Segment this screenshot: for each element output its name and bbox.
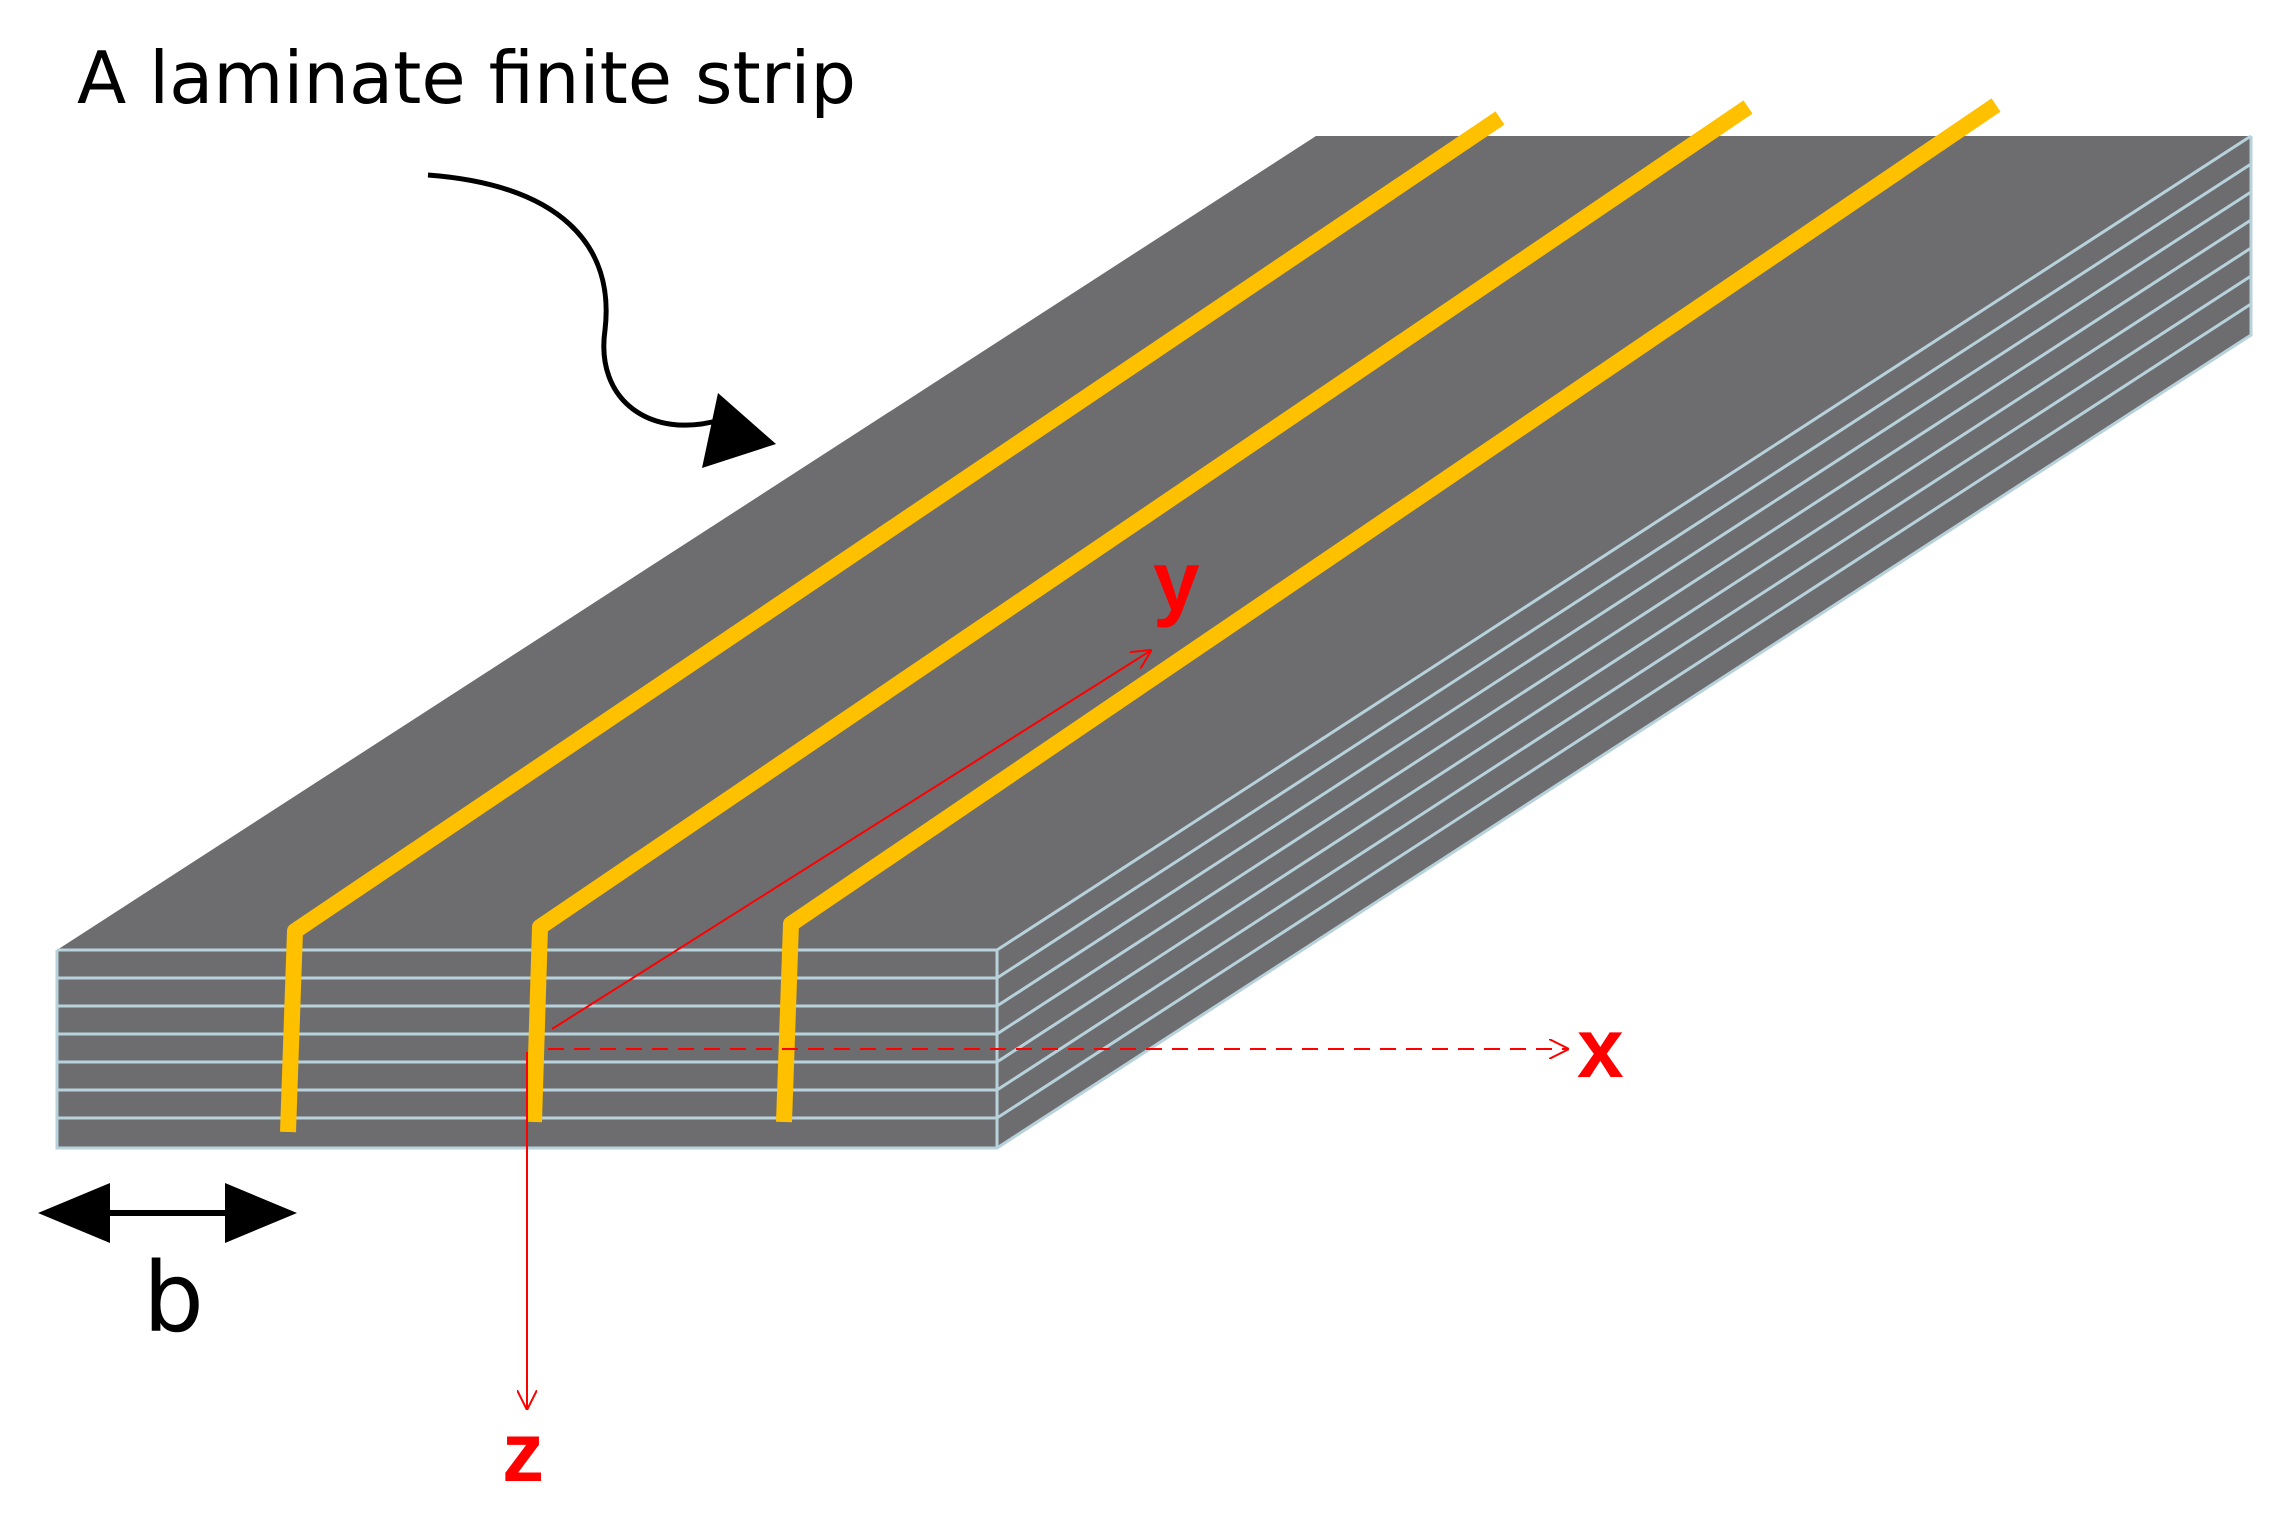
nodal-line-3 [776,98,2001,1123]
width-dimension [38,1183,297,1243]
nodal-line-1 [280,111,1505,1133]
nodal-line-2 [526,100,1753,1123]
nodal-lines [280,98,2001,1133]
caption-pointer-curve [427,172,721,428]
side-ply-interfaces [996,162,2252,1120]
width-arrowhead-left [38,1183,110,1243]
laminate-block [55,134,2253,1150]
caption-pointer-arrowhead [702,393,776,468]
side-face [997,136,2251,1148]
width-dimension-label: b [143,1242,204,1354]
top-face [57,136,2251,950]
y-axis-label: y [1153,534,1200,628]
caption: A laminate finite strip [77,36,856,120]
coordinate-axes [527,651,1567,1408]
y-axis-arrow [551,651,1150,1030]
width-arrowhead-right [225,1183,297,1243]
x-axis-label: x [1577,1001,1624,1095]
z-axis-label: z [502,1405,544,1499]
